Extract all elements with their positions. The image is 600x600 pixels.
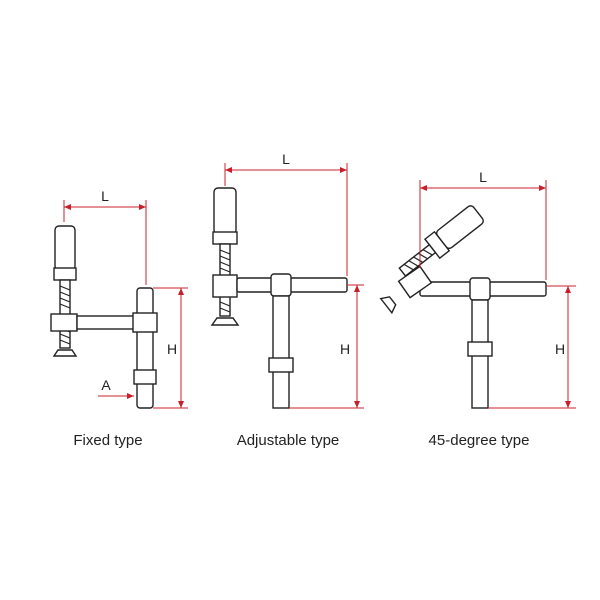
caption-45-degree-type: 45-degree type: [428, 432, 530, 449]
degree45-t-junction: [469, 277, 491, 301]
adjustable-handle: [213, 187, 237, 235]
degree45-post-collar: [467, 341, 493, 357]
adjustable-type-clamp: L H: [210, 151, 364, 409]
adjustable-l-label: L: [282, 151, 290, 167]
degree45-l-label: L: [479, 169, 487, 185]
fixed-post-collar: [133, 369, 157, 385]
adjustable-foot-pad: [210, 317, 240, 326]
degree45-handle-assembly: [398, 205, 484, 277]
adjustable-post-collar: [268, 357, 294, 373]
degree45-foot-pad: [379, 296, 397, 315]
fixed-type-clamp: L H A: [50, 188, 188, 409]
fixed-post-block: [132, 312, 158, 333]
fixed-handle: [54, 225, 76, 271]
fixed-l-label: L: [101, 188, 109, 204]
degree45-h-label: H: [555, 341, 565, 357]
fixed-arm: [76, 315, 136, 330]
fixed-foot-pad: [52, 349, 78, 357]
fixed-screw-block: [50, 313, 78, 332]
fixed-post: [136, 287, 154, 409]
adjustable-t-junction: [270, 273, 292, 297]
fixed-a-label: A: [101, 377, 111, 393]
caption-fixed-type: Fixed type: [73, 432, 143, 449]
fixed-handle-collar: [53, 267, 77, 281]
adjustable-handle-collar: [212, 231, 238, 245]
adjustable-h-label: H: [340, 341, 350, 357]
adjustable-post: [272, 295, 290, 409]
fixed-h-label: H: [167, 341, 177, 357]
adjustable-arm: [236, 277, 348, 293]
caption-adjustable-type: Adjustable type: [236, 432, 340, 449]
adjustable-screw-block: [212, 274, 238, 298]
degree45-type-clamp: L H: [379, 169, 576, 409]
